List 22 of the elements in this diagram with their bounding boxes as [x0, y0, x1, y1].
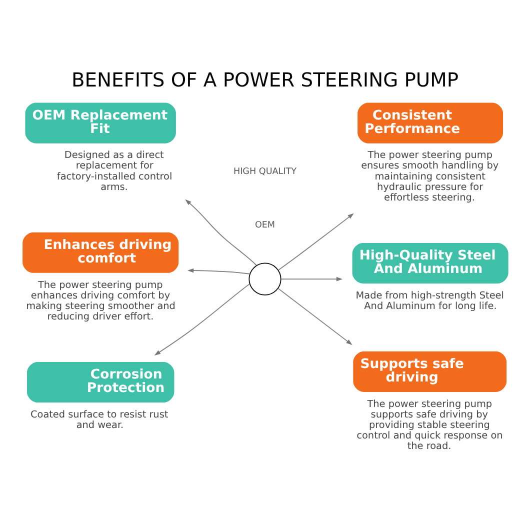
node-label: The power steering pump supports safe driving by providing stable steering control and quick response on the road.: [356, 398, 503, 452]
node-label: Designed as a direct replacement for factory-installed control arms.: [56, 150, 172, 193]
diagram-title: BENEFITS OF A POWER STEERING PUMP: [71, 68, 459, 92]
arrow: [154, 284, 250, 356]
node-label: Coated surface to resist rust and wear.: [30, 409, 168, 431]
node-box: Consistent Performance: [358, 102, 504, 144]
arrow: [187, 268, 250, 274]
node-label: The power steering pump enhances driving comfort by making steering smoother and reducing driver effort.: [26, 280, 176, 322]
arrow: [185, 199, 257, 266]
node-label: Made from high-strength Steel And Aluminum for long life.: [356, 290, 504, 312]
arrow: [278, 288, 352, 345]
node-label: The power steering pump ensures smooth handling by maintaining consistent hydraulic pressure for effortless steering.: [361, 150, 499, 204]
label: HIGH QUALITY: [233, 166, 297, 177]
node-box: OEM Replacement Fit: [25, 102, 176, 144]
arrow: [280, 276, 343, 282]
arrow: [278, 213, 354, 271]
node-box: High-Quality Steel And Aluminum: [352, 242, 508, 284]
node-box: Enhances driving comfort: [22, 232, 179, 273]
node-box: Corrosion Protection: [26, 362, 174, 403]
label: OEM: [254, 220, 276, 231]
node-circle: [248, 262, 282, 296]
node-box: Supports safe driving: [353, 351, 507, 392]
